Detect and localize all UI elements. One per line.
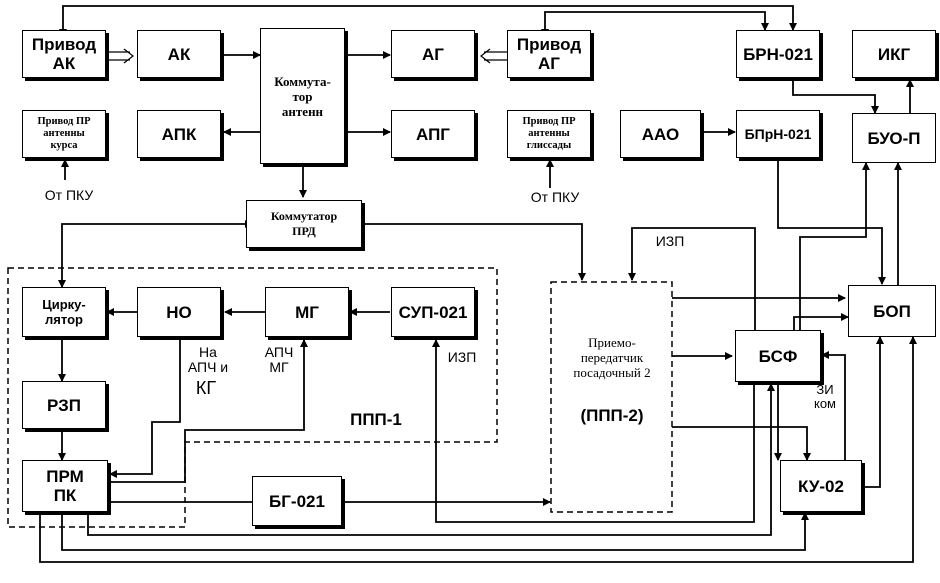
cirkulyator-label: Цирку- лятор [42,297,86,327]
rzp-label: РЗП [47,395,81,415]
ot-pku-label-1: От ПКУ [44,187,94,203]
privod-ak-block: Привод АК [22,30,106,78]
ak-block: АК [137,30,221,78]
apk-block: АПК [137,110,221,158]
privod-pr-kurs-block: Привод ПР антенны курса [22,110,106,158]
bop-block: БОП [848,285,936,337]
bop-label: БОП [873,301,911,321]
no-block: НО [137,287,221,337]
kommutator-prd-label: Коммутатор ПРД [270,209,338,238]
buo-label: БУО-П [867,128,921,148]
sup-block: СУП-021 [391,287,475,337]
privod-ak-label: Привод АК [31,35,97,73]
na-apch-label: На АПЧ и [187,344,229,375]
buo-block: БУО-П [852,113,936,163]
aao-block: ААО [620,110,701,158]
ppp2-outline [550,281,673,513]
ikg-block: ИКГ [852,30,936,78]
kommutator-antenn-label: Коммута- тор антенн [274,73,331,119]
bprn-label: БПрН-021 [744,125,812,142]
aao-label: ААО [641,124,680,144]
kommutator-antenn-block: Коммута- тор антенн [260,28,345,164]
bsf-label: БСФ [758,346,798,366]
rzp-block: РЗП [22,381,106,429]
no-label: НО [166,302,192,322]
zi-kom-label: ЗИ ком [813,382,836,411]
bsf-block: БСФ [735,330,821,382]
prm-pk-block: ПРМ ПК [22,460,108,512]
ppp2-name: Приемо- передатчик посадочный 2 [573,335,651,380]
mg-block: МГ [265,287,349,337]
prm-pk-label: ПРМ ПК [46,467,84,505]
privod-ag-block: Привод АГ [507,30,591,78]
ku-block: КУ-02 [780,460,862,512]
brn-label: БРН-021 [743,44,813,64]
mg-label: МГ [295,302,319,322]
izp-top-label: ИЗП [655,233,685,249]
izp-mid-label: ИЗП [447,349,477,365]
ag-label: АГ [422,44,444,64]
apk-label: АПК [161,124,197,144]
bprn-block: БПрН-021 [736,110,820,158]
apch-mg-label: АПЧ МГ [264,344,294,375]
apg-block: АПГ [391,110,475,158]
kommutator-prd-block: Коммутатор ПРД [246,200,362,248]
ag-block: АГ [391,30,475,78]
cirkulyator-block: Цирку- лятор [22,287,106,337]
apg-label: АПГ [416,124,450,144]
kg-label: КГ [195,378,217,398]
ot-pku-label-2: От ПКУ [530,189,580,205]
sup-label: СУП-021 [398,302,468,322]
ppp2-code: (ППП-2) [580,406,644,425]
ak-label: АК [167,44,191,64]
privod-pr-gliss-block: Привод ПР антенны глиссады [507,110,591,158]
bg-label: БГ-021 [269,491,325,511]
privod-pr-gliss-label: Привод ПР антенны глиссады [522,116,576,151]
brn-block: БРН-021 [736,30,820,78]
privod-ag-label: Привод АГ [516,35,582,73]
ikg-label: ИКГ [877,44,911,64]
bg-block: БГ-021 [252,476,342,526]
ppp1-label: ППП-1 [350,410,402,429]
privod-pr-kurs-label: Привод ПР антенны курса [37,116,91,151]
ku-label: КУ-02 [798,476,844,496]
